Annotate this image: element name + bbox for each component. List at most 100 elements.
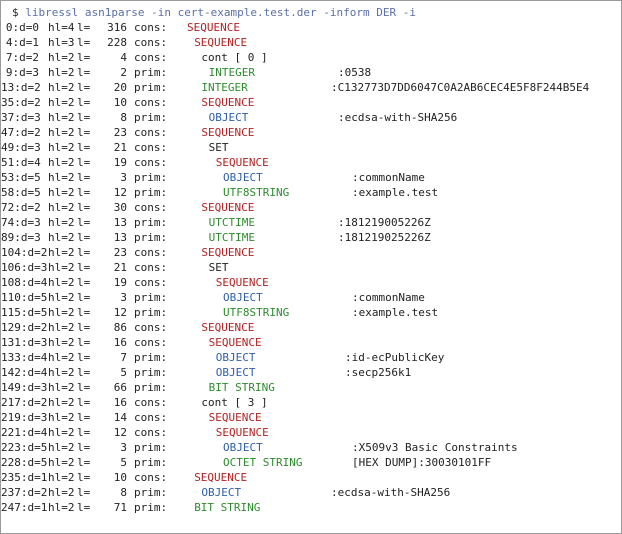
row-tag: UTF8STRING xyxy=(223,306,290,319)
row-offset: 53:d=5 xyxy=(1,171,41,184)
row-length: 86 xyxy=(113,321,127,334)
row-value: :ecdsa-with-SHA256 xyxy=(338,111,458,124)
row-tag: BIT STRING xyxy=(208,381,275,394)
row-length: 12 xyxy=(113,306,127,319)
row-offset: 237:d=2 xyxy=(1,486,48,499)
row-kind: prim: xyxy=(134,486,168,499)
row-kind: prim: xyxy=(134,501,168,514)
row-length-label: l= xyxy=(77,246,91,259)
row-kind: prim: xyxy=(134,171,168,184)
row-length: 13 xyxy=(113,216,127,229)
row-offset: 228:d=5 xyxy=(1,456,48,469)
row-tag: SEQUENCE xyxy=(201,96,255,109)
row-length-label: l= xyxy=(77,351,91,364)
row-tag: SEQUENCE xyxy=(201,126,255,139)
row-header-length: hl=2 xyxy=(48,336,75,349)
row-offset: 129:d=2 xyxy=(1,321,48,334)
row-tag: OBJECT xyxy=(215,366,256,379)
row-value: :181219025226Z xyxy=(338,231,431,244)
row-tag: SEQUENCE xyxy=(194,36,248,49)
row-length-label: l= xyxy=(77,171,91,184)
row-offset: 115:d=5 xyxy=(1,306,48,319)
row-header-length: hl=2 xyxy=(48,186,75,199)
row-offset: 223:d=5 xyxy=(1,441,48,454)
row-tag: OCTET STRING xyxy=(223,456,303,469)
row-header-length: hl=2 xyxy=(48,141,75,154)
command-text: libressl asn1parse -in cert-example.test… xyxy=(25,6,416,19)
row-length: 16 xyxy=(113,336,127,349)
shell-prompt: $ xyxy=(12,6,19,19)
row-length: 10 xyxy=(113,96,127,109)
row-length-label: l= xyxy=(77,276,91,289)
row-tag: INTEGER xyxy=(201,81,248,94)
row-value: :commonName xyxy=(352,291,425,304)
row-header-length: hl=2 xyxy=(48,306,75,319)
row-offset: 4:d=1 xyxy=(5,36,39,49)
row-kind: cons: xyxy=(134,246,168,259)
row-offset: 58:d=5 xyxy=(1,186,41,199)
row-length: 8 xyxy=(120,486,127,499)
row-length-label: l= xyxy=(77,126,91,139)
row-header-length: hl=2 xyxy=(48,351,75,364)
row-length: 5 xyxy=(120,366,127,379)
row-value: :secp256k1 xyxy=(345,366,412,379)
row-header-length: hl=2 xyxy=(48,396,75,409)
row-length: 19 xyxy=(113,156,127,169)
row-length-label: l= xyxy=(77,36,91,49)
row-offset: 72:d=2 xyxy=(1,201,41,214)
row-offset: 142:d=4 xyxy=(1,366,48,379)
row-header-length: hl=2 xyxy=(48,366,75,379)
row-value: :0538 xyxy=(338,66,372,79)
row-tag: SEQUENCE xyxy=(208,411,262,424)
row-tag: UTCTIME xyxy=(208,216,255,229)
row-offset: 37:d=3 xyxy=(1,111,41,124)
row-kind: cons: xyxy=(134,276,168,289)
row-length: 7 xyxy=(120,351,127,364)
row-tag: INTEGER xyxy=(208,66,255,79)
row-header-length: hl=4 xyxy=(48,21,75,34)
row-kind: prim: xyxy=(134,66,168,79)
row-header-length: hl=2 xyxy=(48,291,75,304)
row-length: 23 xyxy=(113,126,127,139)
row-tag: SEQUENCE xyxy=(187,21,240,34)
row-offset: 47:d=2 xyxy=(1,126,41,139)
row-kind: prim: xyxy=(134,291,168,304)
row-length: 3 xyxy=(120,441,127,454)
row-length-label: l= xyxy=(77,381,91,394)
row-length-label: l= xyxy=(77,111,91,124)
row-header-length: hl=2 xyxy=(48,126,75,139)
row-length-label: l= xyxy=(77,156,91,169)
row-length-label: l= xyxy=(77,201,91,214)
row-header-length: hl=2 xyxy=(48,381,75,394)
row-length: 5 xyxy=(120,456,127,469)
row-length: 14 xyxy=(113,411,127,424)
row-length-label: l= xyxy=(77,186,91,199)
row-length-label: l= xyxy=(77,471,91,484)
row-header-length: hl=2 xyxy=(48,456,75,469)
row-length-label: l= xyxy=(77,81,91,94)
row-tag: OBJECT xyxy=(215,351,256,364)
row-tag: OBJECT xyxy=(223,441,263,454)
row-length: 2 xyxy=(120,66,127,79)
row-length-label: l= xyxy=(77,486,91,499)
row-kind: cons: xyxy=(134,471,168,484)
row-length-label: l= xyxy=(77,366,91,379)
row-kind: prim: xyxy=(134,456,168,469)
row-length: 66 xyxy=(113,381,127,394)
row-kind: cons: xyxy=(134,51,168,64)
row-tag: SEQUENCE xyxy=(208,336,262,349)
row-header-length: hl=2 xyxy=(48,171,75,184)
row-kind: cons: xyxy=(134,426,168,439)
row-kind: cons: xyxy=(134,411,168,424)
row-kind: prim: xyxy=(134,441,168,454)
row-tag: BIT STRING xyxy=(194,501,261,514)
row-length-label: l= xyxy=(77,261,91,274)
row-length: 13 xyxy=(113,231,127,244)
row-length-label: l= xyxy=(77,426,91,439)
row-value: :commonName xyxy=(352,171,425,184)
row-kind: cons: xyxy=(134,21,168,34)
row-value: :ecdsa-with-SHA256 xyxy=(331,486,451,499)
row-tag: cont [ 0 ] xyxy=(201,51,268,64)
row-offset: 133:d=4 xyxy=(1,351,48,364)
row-kind: prim: xyxy=(134,351,168,364)
